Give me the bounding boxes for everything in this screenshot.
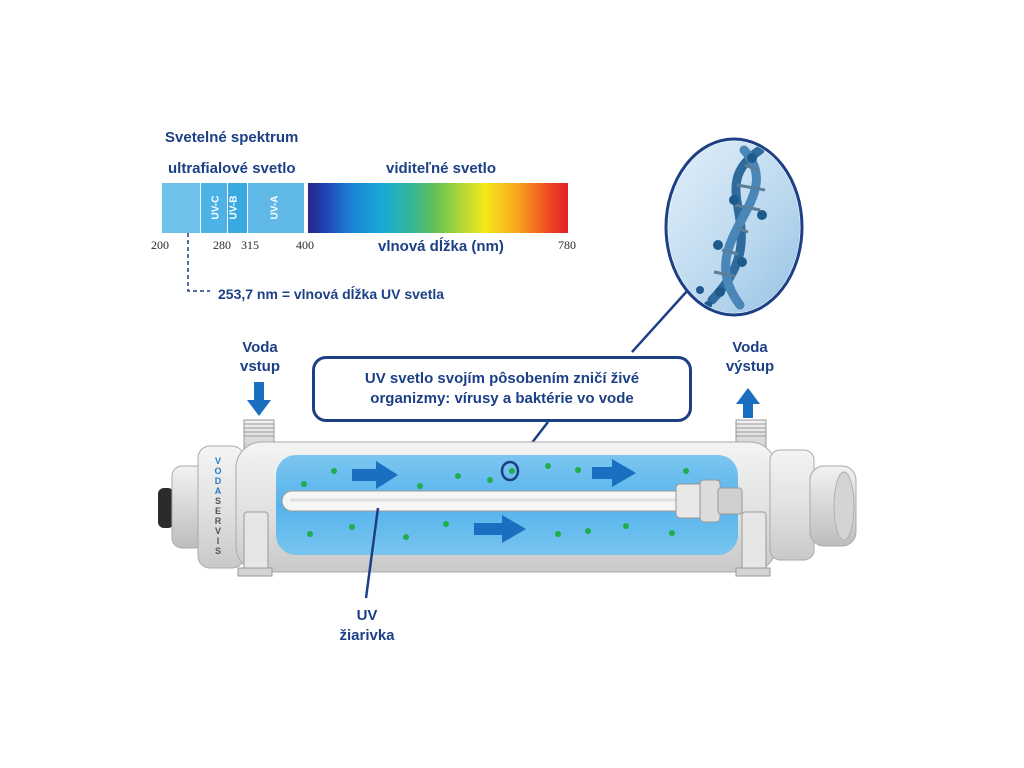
dna-pointer-line xyxy=(631,289,689,353)
flow-arrows xyxy=(352,459,636,543)
lamp-pointer-line xyxy=(364,507,380,599)
uv-segment xyxy=(162,183,200,233)
microorganisms xyxy=(301,463,689,540)
left-end-cap xyxy=(158,445,245,569)
inlet-arrow-icon xyxy=(247,382,271,416)
dna-magnified-view xyxy=(664,137,804,317)
uv-wavelength-pointer xyxy=(187,233,210,292)
left-mounting-clamp xyxy=(237,511,273,577)
uv-light-label: ultrafialové svetlo xyxy=(168,160,296,177)
uvb-segment xyxy=(227,183,248,233)
callout-line-2: organizmy: vírusy a baktérie vo vode xyxy=(370,390,634,407)
uv-wavelength-note: 253,7 nm = vlnová dĺžka UV svetla xyxy=(218,286,445,302)
right-end-cap xyxy=(769,449,857,561)
visible-light-label: viditeľné svetlo xyxy=(386,160,496,177)
uvc-segment xyxy=(200,183,228,233)
uv-lamp xyxy=(281,479,743,523)
visible-segment xyxy=(308,183,568,233)
wavelength-axis-label: vlnová dĺžka (nm) xyxy=(378,238,504,255)
tick-400: 400 xyxy=(296,238,314,252)
uva-segment xyxy=(247,183,304,233)
tick-315: 315 xyxy=(241,238,259,252)
callout-box: UV svetlo svojím pôsobením zničí živé or… xyxy=(312,356,692,422)
right-mounting-clamp xyxy=(735,511,771,577)
spectrum-bar xyxy=(162,183,568,233)
tick-280: 280 xyxy=(213,238,231,252)
callout-line-1: UV svetlo svojím pôsobením zničí živé xyxy=(364,370,640,387)
outlet-arrow-icon xyxy=(736,388,760,418)
brand-vertical: V O D A S E R V I S xyxy=(214,456,222,556)
flow-arrow-icon xyxy=(592,459,636,487)
flow-arrow-icon xyxy=(352,461,398,489)
spectrum-title: Svetelné spektrum xyxy=(165,129,299,146)
tick-200: 200 xyxy=(151,238,169,252)
flow-arrow-icon xyxy=(474,515,526,543)
tick-780: 780 xyxy=(558,238,576,252)
highlighted-microorganism xyxy=(500,460,520,482)
